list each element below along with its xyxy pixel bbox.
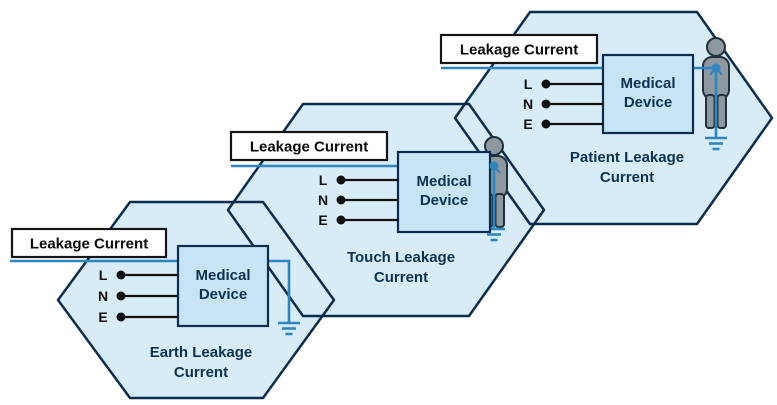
terminal-l: L xyxy=(99,267,178,283)
terminal-e-label: E xyxy=(318,212,327,228)
terminal-e: E xyxy=(98,309,178,325)
panel-caption-line2: Current xyxy=(600,169,654,186)
ground-icon xyxy=(705,136,727,151)
panel-caption-line2: Current xyxy=(174,364,228,381)
hexagon-patient-outline xyxy=(453,10,774,226)
person-right-leg xyxy=(716,94,727,129)
person-head xyxy=(706,37,726,57)
panel-earth: Medical Device L N E Leakage Current Ear… xyxy=(10,227,300,381)
leakage-current-label: Leakage Current xyxy=(250,139,368,156)
person-right-leg xyxy=(494,193,505,228)
terminal-n: N xyxy=(98,288,178,304)
terminal-e-label: E xyxy=(98,309,107,325)
person-left-leg xyxy=(705,94,716,129)
panel-patient: Medical Device L N E Leakage Current Pat… xyxy=(439,33,730,186)
terminal-e: E xyxy=(318,212,398,228)
medical-device-box xyxy=(176,244,270,328)
chest-contact-dot xyxy=(489,161,499,171)
panel-caption-line1: Patient Leakage xyxy=(570,149,684,166)
leakage-current-label: Leakage Current xyxy=(30,236,148,253)
panel-caption-line1: Earth Leakage xyxy=(150,344,253,361)
hexagon-earth-outline xyxy=(56,200,336,400)
terminal-n-label: N xyxy=(318,192,328,208)
terminal-e: E xyxy=(523,116,603,132)
device-label-line2: Device xyxy=(199,286,247,303)
chest-contact-dot xyxy=(711,63,721,73)
hexagon-outlines xyxy=(56,10,774,400)
medical-device-box xyxy=(396,150,492,234)
panel-caption-line1: Touch Leakage xyxy=(347,249,455,266)
leakage-path xyxy=(10,259,291,322)
terminal-e-label: E xyxy=(523,116,532,132)
panel-caption-line2: Current xyxy=(374,269,428,286)
hexagon-touch-outline xyxy=(226,102,546,318)
device-label-line2: Device xyxy=(420,192,468,209)
terminal-n: N xyxy=(523,96,603,112)
terminal-l-label: L xyxy=(319,172,328,188)
leakage-current-box xyxy=(10,227,168,259)
leakage-current-box xyxy=(439,33,599,65)
medical-device-box xyxy=(601,53,695,135)
device-label-line1: Medical xyxy=(195,267,250,284)
terminal-l-label: L xyxy=(524,76,533,92)
terminal-n-label: N xyxy=(523,96,533,112)
terminal-l-label: L xyxy=(99,267,108,283)
panel-touch: Medical Device L N E Leakage Current Tou… xyxy=(229,130,508,286)
terminal-l: L xyxy=(524,76,603,92)
device-label-line2: Device xyxy=(624,94,672,111)
terminal-n: N xyxy=(318,192,398,208)
terminal-n-label: N xyxy=(98,288,108,304)
ground-icon xyxy=(278,321,300,336)
device-label-line1: Medical xyxy=(416,173,471,190)
leakage-current-box xyxy=(229,130,389,162)
device-label-line1: Medical xyxy=(620,75,675,92)
leakage-current-label: Leakage Current xyxy=(460,42,578,59)
terminal-l: L xyxy=(319,172,398,188)
